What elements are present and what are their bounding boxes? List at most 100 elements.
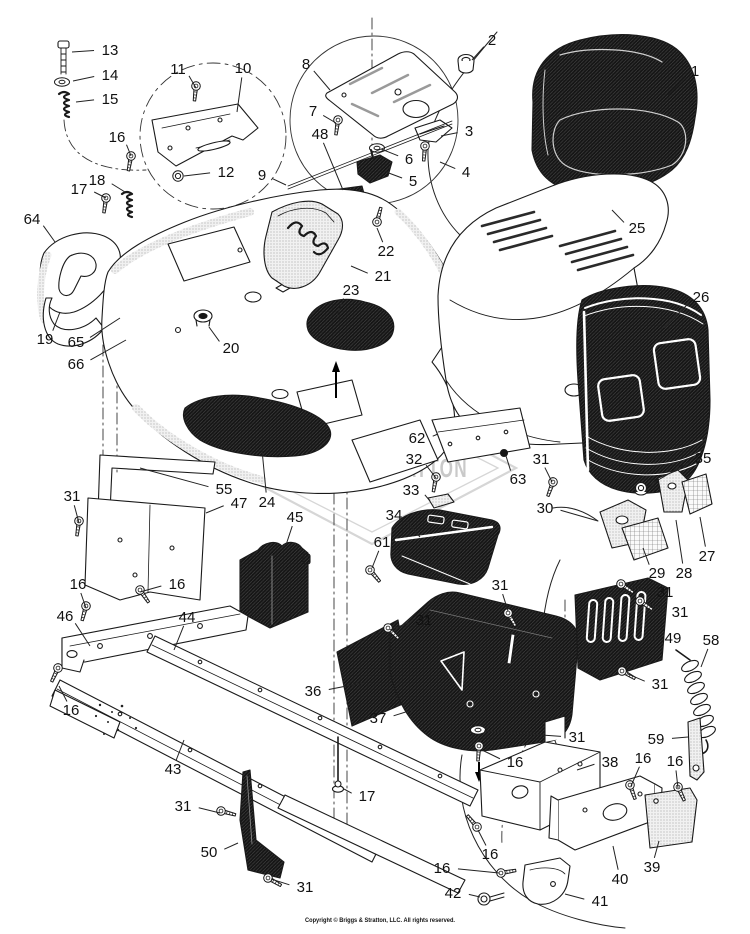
leader-line bbox=[645, 461, 689, 488]
part-rail-43 bbox=[51, 679, 381, 863]
leader-line bbox=[627, 673, 645, 682]
leader-line bbox=[468, 893, 481, 898]
callout-number-65: 65 bbox=[68, 334, 85, 351]
leader-line bbox=[89, 317, 121, 338]
callout-number-45: 45 bbox=[287, 509, 304, 526]
leader-line bbox=[630, 766, 640, 787]
callout-number-31: 31 bbox=[297, 879, 314, 896]
leader-line bbox=[175, 739, 185, 761]
leader-line bbox=[667, 76, 687, 96]
callout-number-62: 62 bbox=[409, 430, 426, 447]
callout-number-30: 30 bbox=[537, 500, 554, 517]
leader-line bbox=[440, 132, 458, 137]
leader-line bbox=[653, 840, 660, 858]
callout-number-40: 40 bbox=[612, 871, 629, 888]
leader-line bbox=[173, 625, 185, 651]
callout-number-9: 9 bbox=[258, 167, 266, 184]
part-cap-20 bbox=[193, 309, 213, 327]
leader-line bbox=[58, 685, 68, 702]
screw-16-icon bbox=[463, 812, 484, 834]
callout-number-16: 16 bbox=[63, 702, 80, 719]
callout-number-26: 26 bbox=[693, 289, 710, 306]
leader-line bbox=[188, 75, 197, 89]
leader-line bbox=[336, 298, 344, 317]
callout-number-28: 28 bbox=[676, 565, 693, 582]
callout-number-14: 14 bbox=[102, 67, 119, 84]
leader-line bbox=[111, 183, 126, 193]
washer-icon bbox=[469, 725, 487, 735]
part-logo-plate-21 bbox=[263, 200, 344, 289]
part-shield-49 bbox=[574, 577, 669, 681]
leader-line bbox=[389, 622, 409, 631]
callout-number-16: 16 bbox=[482, 846, 499, 863]
leader-line bbox=[393, 709, 413, 717]
callout-number-24: 24 bbox=[259, 494, 276, 511]
leader-line bbox=[261, 449, 267, 493]
callout-number-42: 42 bbox=[445, 885, 462, 902]
leader-line bbox=[477, 829, 487, 846]
leader-line bbox=[405, 520, 421, 538]
callout-number-35: 35 bbox=[695, 450, 712, 467]
leader-line bbox=[183, 172, 211, 177]
part-footrest-pad-24 bbox=[182, 394, 332, 458]
callout-number-8: 8 bbox=[302, 56, 310, 73]
spring-18-icon bbox=[120, 190, 134, 219]
leader-line bbox=[611, 209, 625, 223]
callout-number-27: 27 bbox=[699, 548, 716, 565]
part-bracket-41 bbox=[522, 857, 571, 905]
callout-number-2: 2 bbox=[488, 32, 496, 49]
leader-line bbox=[627, 586, 650, 592]
part-cross-rail bbox=[277, 794, 466, 894]
leader-line bbox=[208, 326, 220, 342]
callout-number-58: 58 bbox=[703, 632, 720, 649]
callout-number-31: 31 bbox=[492, 577, 509, 594]
callout-number-23: 23 bbox=[343, 282, 360, 299]
part-cover-64 bbox=[37, 232, 121, 324]
leader-line bbox=[502, 593, 509, 612]
callout-number-31: 31 bbox=[657, 584, 674, 601]
callout-number-16: 16 bbox=[635, 750, 652, 767]
part-battery-45 bbox=[239, 541, 311, 629]
copyright-text: Copyright © Briggs & Stratton, LLC. All … bbox=[305, 916, 455, 924]
part-bushing-2 bbox=[457, 53, 475, 74]
part-rail-44 bbox=[146, 635, 479, 807]
leader-line bbox=[671, 736, 689, 739]
part-lens-bracket-28 bbox=[657, 469, 689, 513]
part-seat-1 bbox=[531, 34, 698, 194]
leader-line bbox=[72, 76, 95, 82]
leader-line bbox=[642, 547, 650, 565]
leader-line bbox=[139, 585, 162, 593]
callout-number-12: 12 bbox=[218, 164, 235, 181]
callout-number-17: 17 bbox=[359, 788, 376, 805]
callout-number-31: 31 bbox=[652, 676, 669, 693]
callout-number-59: 59 bbox=[648, 731, 665, 748]
part-bracket-46 bbox=[61, 605, 249, 673]
callout-number-44: 44 bbox=[179, 609, 196, 626]
part-lever-19 bbox=[42, 297, 105, 347]
leader-line bbox=[74, 623, 91, 647]
leader-line bbox=[439, 161, 456, 170]
rivet-speckles bbox=[94, 703, 138, 735]
leader-line bbox=[270, 878, 290, 886]
callout-number-36: 36 bbox=[305, 683, 322, 700]
callout-number-31: 31 bbox=[672, 604, 689, 621]
leader-line bbox=[236, 77, 243, 113]
part-strap-59 bbox=[687, 717, 705, 781]
screw-61-icon bbox=[363, 563, 384, 585]
part-seat-plate-8 bbox=[325, 51, 458, 139]
callout-number-10: 10 bbox=[235, 60, 252, 77]
leader-line bbox=[385, 171, 403, 179]
spring-15-icon bbox=[57, 90, 71, 119]
leader-line bbox=[328, 682, 363, 690]
leader-line bbox=[483, 730, 562, 737]
nut-12-icon bbox=[172, 170, 184, 182]
leader-line bbox=[424, 494, 431, 502]
leader-line bbox=[425, 464, 437, 479]
part-bolt-13 bbox=[57, 40, 70, 75]
leader-line bbox=[285, 525, 293, 546]
callout-number-7: 7 bbox=[309, 103, 317, 120]
leader-line bbox=[350, 265, 368, 274]
callout-number-64: 64 bbox=[24, 211, 41, 228]
leader-line bbox=[224, 842, 239, 850]
callout-number-49: 49 bbox=[665, 630, 682, 647]
